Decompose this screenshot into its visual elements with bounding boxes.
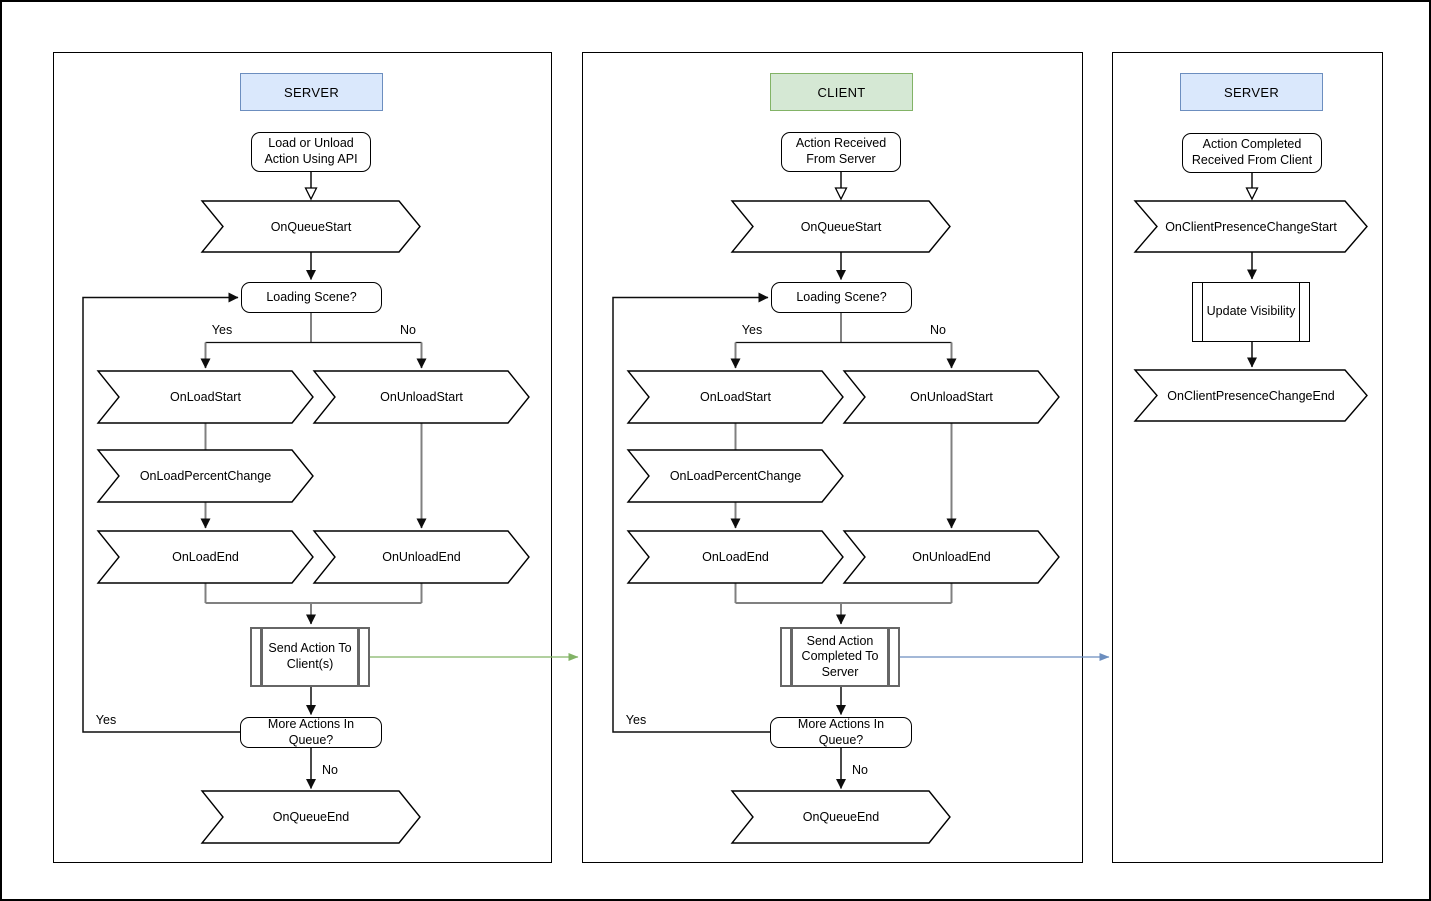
edge-sq-merge	[204, 583, 423, 604]
sp-changestart-shape	[1133, 200, 1368, 253]
sq-more-actions-node: More Actions In Queue?	[240, 717, 382, 748]
cq-no-label: No	[925, 322, 951, 338]
cq-loop-yes-label: Yes	[621, 712, 651, 728]
sq-onqueuestart-shape	[200, 200, 421, 253]
sq-send-action-node: Send Action To Client(s)	[250, 627, 370, 687]
server-queue-edges	[82, 172, 579, 789]
sq-loading-scene-node: Loading Scene?	[241, 282, 382, 313]
cq-onunloadend-shape	[842, 530, 1060, 584]
cq-loading-scene-node: Loading Scene?	[771, 282, 912, 313]
sq-queue-no-label: No	[317, 762, 343, 778]
event-shapes	[96, 200, 1368, 844]
cq-queue-no-label: No	[847, 762, 873, 778]
server-presence-title: SERVER	[1180, 73, 1323, 111]
sp-update-visibility-node: Update Visibility	[1192, 282, 1310, 342]
cq-onloadstart-shape	[626, 370, 844, 424]
cq-onqueuestart-shape	[730, 200, 951, 253]
client-queue-panel	[582, 52, 1083, 863]
sq-onqueueend-shape	[200, 790, 421, 844]
cq-onunloadstart-shape	[842, 370, 1060, 424]
edge-cq-merge	[734, 583, 953, 604]
cq-start-node: Action Received From Server	[781, 132, 901, 172]
sq-no-label: No	[395, 322, 421, 338]
sq-yes-label: Yes	[207, 322, 237, 338]
sq-onloadpercentchange-shape	[96, 449, 314, 503]
sq-onloadstart-shape	[96, 370, 314, 424]
client-queue-title: CLIENT	[770, 73, 913, 111]
cq-send-action-node: Send Action Completed To Server	[780, 627, 900, 687]
sq-onunloadend-shape	[312, 530, 530, 584]
sq-onunloadstart-shape	[312, 370, 530, 424]
sq-start-node: Load or Unload Action Using API	[251, 132, 371, 172]
cq-onloadend-shape	[626, 530, 844, 584]
cq-yes-label: Yes	[737, 322, 767, 338]
sq-onloadend-shape	[96, 530, 314, 584]
edge-sq-yes-loop	[82, 292, 240, 733]
sp-changeend-shape	[1133, 369, 1368, 422]
server-presence-panel	[1112, 52, 1383, 863]
sp-start-node: Action Completed Received From Client	[1182, 133, 1322, 173]
cq-more-actions-node: More Actions In Queue?	[770, 717, 912, 748]
client-queue-edges	[612, 172, 1110, 789]
cq-onloadpercentchange-shape	[626, 449, 844, 503]
sq-loop-yes-label: Yes	[91, 712, 121, 728]
server-queue-panel	[53, 52, 552, 863]
server-queue-title: SERVER	[240, 73, 383, 111]
edge-cq-yes-loop	[612, 292, 770, 733]
cq-onqueueend-shape	[730, 790, 951, 844]
